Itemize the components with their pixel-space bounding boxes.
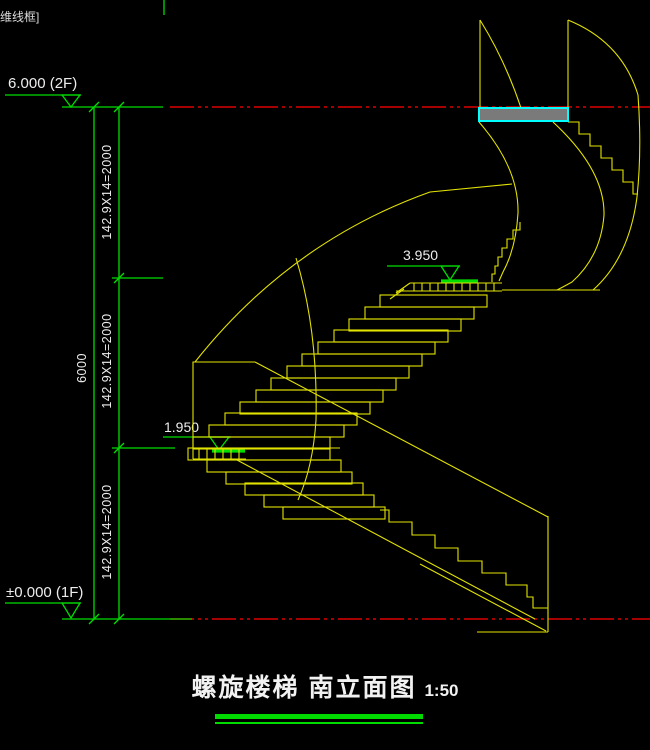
elevation-triangle-2f	[60, 94, 82, 109]
elevation-triangle-395	[439, 265, 461, 282]
viewport-control-label[interactable]: 维线框]	[0, 10, 40, 24]
staircase-drawing	[187, 19, 641, 633]
stair-treads-middle-flight	[192, 294, 488, 450]
drawing-title-block: 螺旋楼梯 南立面图 1:50	[0, 668, 650, 704]
stair-lower-band	[236, 459, 549, 633]
stair-upper-band	[478, 121, 605, 291]
elevation-label-195: 1.950	[164, 419, 199, 435]
elevation-label-2f: 6.000 (2F)	[8, 75, 77, 92]
stair-top-right-sweep	[567, 19, 641, 291]
drawing-scale: 1:50	[424, 681, 459, 700]
elevation-marker-395: 3.950	[387, 247, 478, 283]
dim-ticks	[88, 101, 125, 625]
elevation-marker-2f: 6.000 (2F)	[5, 75, 82, 109]
dim-text-seg-top: 142.9X14=2000	[100, 144, 114, 239]
dimension-system: 142.9X14=2000 142.9X14=2000 142.9X14=200…	[62, 101, 192, 625]
floor-slab-highlight[interactable]	[478, 107, 569, 122]
stair-landing-395	[389, 282, 502, 300]
elevation-marker-195: 1.950	[163, 419, 245, 453]
title-underline	[215, 714, 423, 724]
elevation-label-395: 3.950	[403, 247, 438, 263]
drawing-title: 螺旋楼梯 南立面图	[191, 674, 417, 702]
stair-treads-lower-flight	[187, 447, 386, 520]
dim-text-overall: 6000	[75, 353, 89, 383]
dim-text-seg-bot: 142.9X14=2000	[100, 484, 114, 579]
red-level-lines	[170, 106, 650, 620]
stair-steps-upper-right	[568, 121, 638, 195]
stair-middle-sail	[192, 183, 549, 518]
elevation-marker-1f: ±0.000 (1F)	[5, 584, 83, 620]
stair-top-left-sail	[479, 19, 522, 109]
dim-text-seg-mid: 142.9X14=2000	[100, 313, 114, 408]
elevation-triangle-1f	[60, 602, 82, 620]
elevation-label-1f: ±0.000 (1F)	[6, 584, 83, 601]
